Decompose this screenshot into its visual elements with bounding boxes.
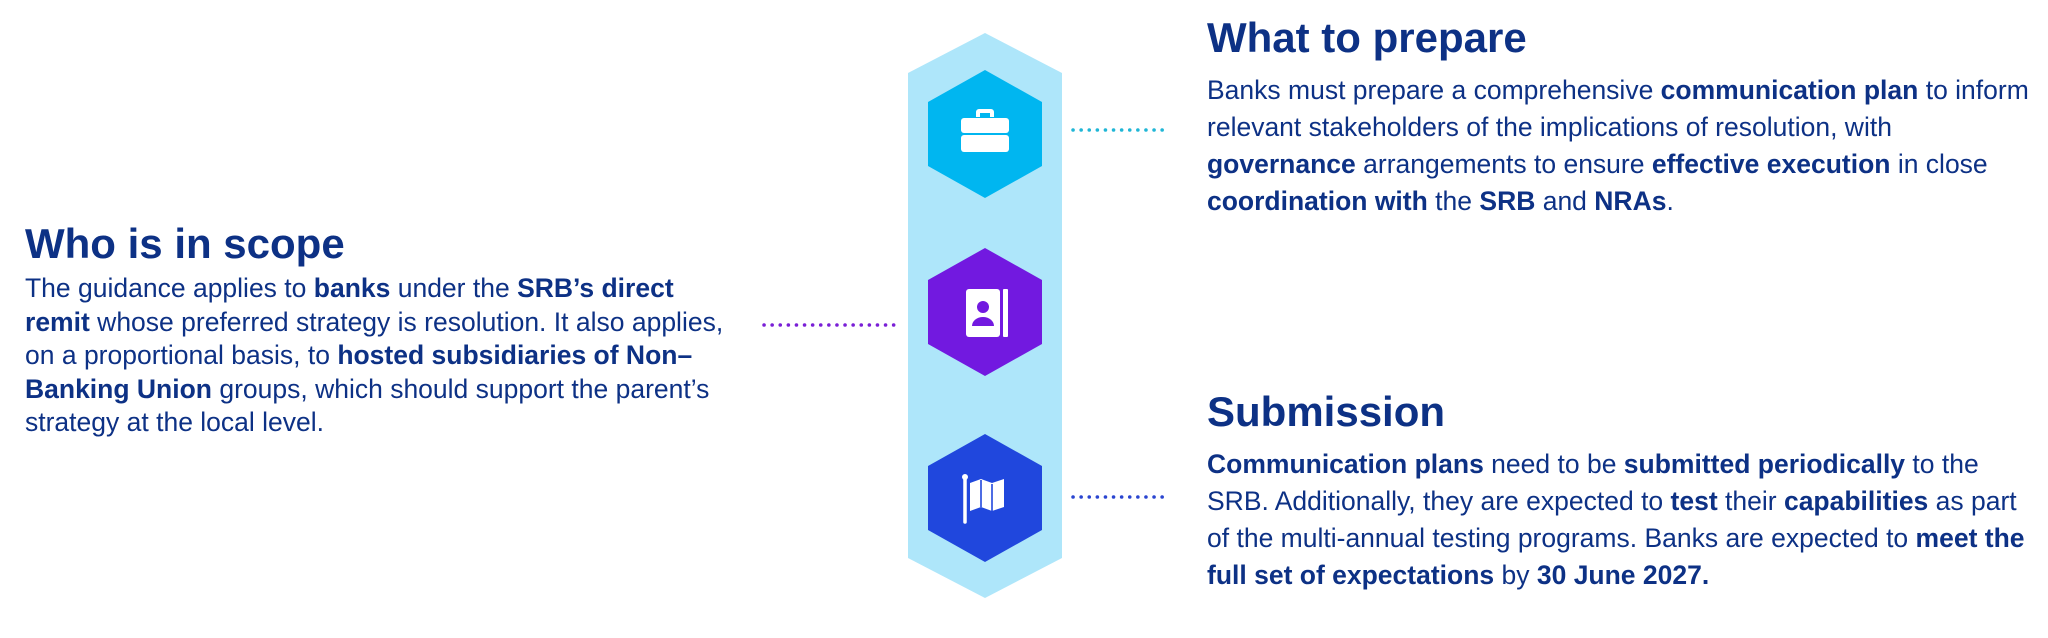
prepare-body: Banks must prepare a comprehensive commu… (1207, 75, 2029, 216)
contact-book-icon (966, 289, 1008, 337)
hexagon-node-prepare (928, 70, 1042, 198)
submission-body: Communication plans need to be submitted… (1207, 449, 2025, 590)
submission-section: Submission Communication plans need to b… (1207, 388, 2042, 594)
briefcase-icon (961, 109, 1009, 152)
scope-body: The guidance applies to banks under the … (25, 273, 724, 437)
prepare-title: What to prepare (1207, 14, 1527, 61)
scope-title: Who is in scope (25, 220, 345, 267)
submission-title: Submission (1207, 388, 1446, 435)
flag-icon (962, 474, 1004, 524)
scope-section: Who is in scope The guidance applies to … (25, 220, 740, 440)
prepare-section: What to prepare Banks must prepare a com… (1207, 14, 2042, 220)
